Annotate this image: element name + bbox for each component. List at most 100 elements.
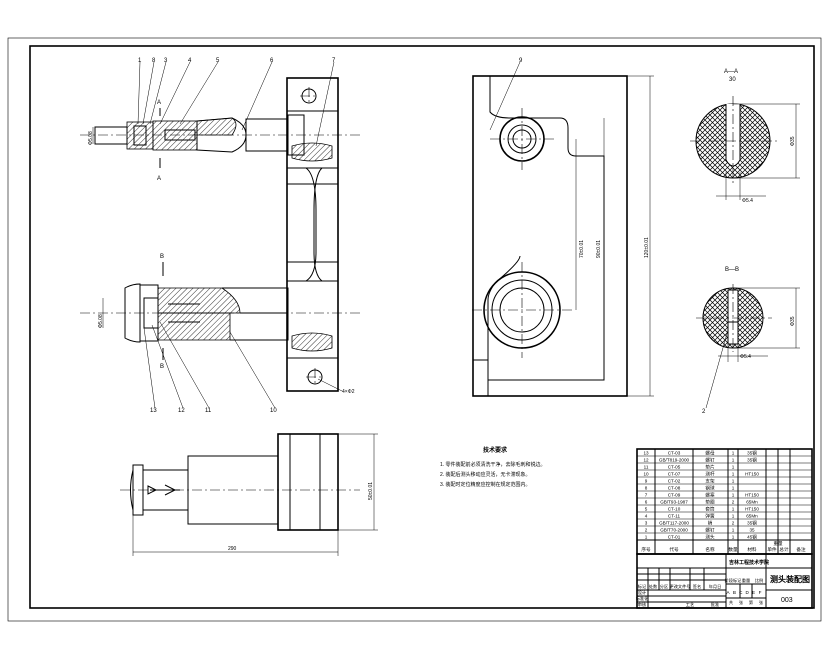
bom-cell-code: CT-10 (668, 506, 681, 511)
drawing-number: 003 (781, 597, 793, 604)
titleblock-scale-letter: A (726, 590, 730, 595)
titleblock-scale-letter: D (746, 590, 750, 595)
bom-cell-qty: 1 (732, 450, 735, 455)
aa-dia-dim: Φ35 (790, 136, 796, 146)
balloon-2: 2 (702, 409, 706, 415)
bom-cell-no: 6 (645, 499, 648, 504)
bom-cell-no: 2 (645, 527, 648, 532)
titleblock-row-label: 更改文件号 (670, 583, 691, 590)
bom-header-cell: 数量 (728, 546, 738, 553)
technical-notes: 技术要求 1. 零件装配前必须清洗干净，去除毛刺和锐边。 2. 装配后测头移动应… (440, 446, 546, 488)
balloon-6: 6 (270, 58, 274, 64)
bom-cell-code: GB/T93-1987 (660, 499, 688, 504)
bom-cell-code: CT-11 (668, 513, 681, 518)
bom-cell-no: 11 (644, 464, 649, 469)
bom-cell-code: CT-01 (668, 534, 681, 539)
bom-cell-name: 测头 (705, 533, 715, 540)
bom-cell-qty: 1 (732, 478, 735, 483)
bom-header-cell: 备注 (796, 546, 806, 553)
institution-name: 吉林工程技术学院 (729, 559, 769, 566)
shaft-dia-bottom-dim: Φ5.08 (98, 314, 104, 328)
bom-cell-no: 10 (643, 471, 649, 476)
bom-cell-name: 垫片 (705, 463, 715, 470)
bom-cell-code: CT-03 (668, 450, 681, 455)
bom-cell-qty: 1 (732, 457, 735, 462)
bom-cell-code: CT-08 (668, 485, 681, 490)
bom-cell-no: 5 (645, 506, 648, 511)
bom-cell-no: 7 (645, 492, 648, 497)
bom-cell-qty: 1 (732, 534, 735, 539)
titleblock-row-label: 签名 (693, 583, 701, 590)
titleblock-row-label: 分区 (660, 583, 668, 590)
bom-cell-qty: 1 (732, 513, 735, 518)
aa-sub-dim: Φ5.4 (742, 198, 753, 204)
inner-frame (29, 45, 815, 609)
bom-cell-no: 9 (645, 478, 648, 483)
section-aa: A—A 30 Φ35 Φ5.4 (690, 69, 800, 204)
titleblock-sheet-cell: 共 (729, 599, 733, 606)
balloon-5: 5 (216, 58, 220, 64)
balloon-12: 12 (178, 408, 185, 414)
titleblock-stage-label: 阶段标记 (725, 577, 743, 584)
titleblock-scale-letter: C (739, 590, 743, 595)
length-total-dim: 290 (228, 546, 237, 552)
titleblock-stage-label: 比例 (755, 577, 763, 584)
section-b-top-label: B (160, 254, 164, 260)
bom-cell-name: 螺钉 (705, 456, 715, 463)
bom-cell-code: CT-05 (668, 464, 681, 469)
note-line-1: 1. 零件装配前必须清洗干净，去除毛刺和锐边。 (440, 461, 546, 468)
note-line-2: 2. 装配后测头移动应灵活，无卡滞现象。 (440, 471, 531, 478)
top-view: 50±0.01 290 (120, 433, 378, 556)
balloon-13: 13 (150, 408, 157, 414)
front-view: A A B B Φ5.08 Φ5.08 4×Φ2 1 8 (80, 58, 360, 414)
bom-cell-name: 螺塞 (705, 491, 715, 498)
right-h2-dim: 90±0.01 (596, 240, 602, 258)
balloon-4: 4 (188, 58, 192, 64)
bom-cell-material: HT150 (745, 471, 759, 476)
titleblock-role-label: 审核 (638, 601, 647, 608)
bom-cell-qty: 1 (732, 471, 735, 476)
bom-cell-qty: 1 (732, 506, 735, 511)
titleblock-role-label: 批准 (711, 601, 719, 608)
bom-header-cell: 序号 (641, 546, 651, 553)
notes-heading: 技术要求 (483, 446, 508, 454)
bom-cell-code: GB/T819-2000 (659, 457, 690, 462)
height-side-dim: 50±0.01 (368, 482, 374, 500)
bom-header-cell: 材料 (747, 546, 757, 553)
titleblock-sheet-cell: 第 (749, 599, 753, 606)
bom-header-weight: 重量 (773, 540, 783, 547)
right-h1-dim: 70±0.01 (579, 240, 585, 258)
balloon-8: 8 (152, 58, 156, 64)
side-view: 70±0.01 90±0.01 120±0.01 9 (472, 58, 654, 397)
bom-header-cell: 代号 (669, 546, 679, 553)
balloon-7: 7 (332, 58, 336, 64)
balloon-10: 10 (270, 408, 277, 414)
section-b-bottom-label: B (160, 364, 164, 370)
bom-cell-no: 4 (645, 513, 648, 518)
titleblock-sheet-cell: 张 (739, 599, 744, 606)
bom-cell-no: 13 (643, 450, 649, 455)
bom-cell-no: 12 (643, 457, 649, 462)
outer-border (7, 37, 822, 622)
section-aa-title: A—A (724, 69, 738, 75)
bb-dia-dim: Φ35 (790, 316, 796, 326)
bom-cell-material: 45钢 (747, 533, 757, 540)
section-a-top-label: A (157, 100, 161, 106)
bom-cell-qty: 1 (732, 492, 735, 497)
titleblock-scale-letter: F (759, 590, 762, 595)
drawing-title: 测头装配图 (770, 574, 810, 584)
balloon-1: 1 (138, 58, 142, 64)
bom-cell-code: GB/T70-2000 (660, 527, 688, 532)
balloon-9: 9 (519, 58, 523, 64)
bom-cell-name: 螺钉 (705, 526, 715, 533)
bom-header-cell: 名称 (705, 546, 715, 553)
bom-cell-material: HT150 (745, 492, 759, 497)
bom-cell-name: 垫圈 (705, 498, 715, 505)
titleblock-scale-letter: B (733, 590, 736, 595)
titleblock-row-label: 年月日 (709, 583, 722, 590)
bom-cell-material: 65Mn (746, 513, 758, 518)
bom-cell-code: GB/T117-2000 (659, 520, 689, 525)
bom-cell-material: 35 (749, 527, 755, 532)
balloon-3: 3 (164, 58, 168, 64)
bom-cell-material: HT150 (745, 506, 759, 511)
